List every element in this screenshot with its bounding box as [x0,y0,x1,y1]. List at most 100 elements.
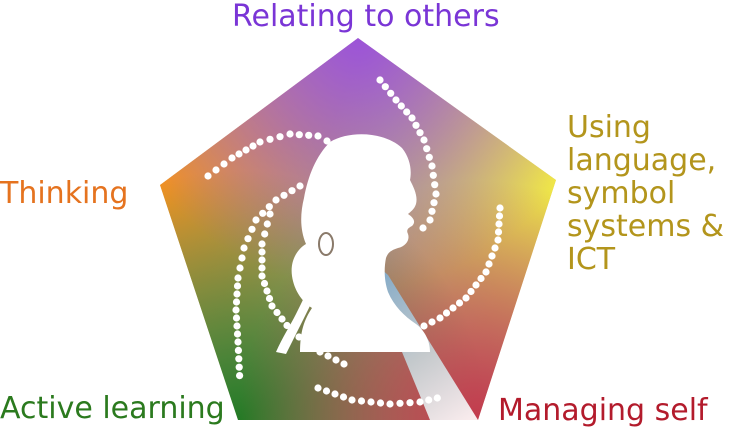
spiral-dot [258,256,266,264]
spiral-dot [234,274,242,282]
spiral-dot [426,216,434,224]
spiral-dot [436,314,444,322]
spiral-dot [232,298,241,306]
spiral-dot [260,279,269,288]
spiral-dot [485,260,493,268]
label-using-language: Using language, symbol systems & ICT [567,111,724,276]
spiral-dot [376,76,384,84]
spiral-dot [256,138,264,146]
spiral-dot [296,182,304,190]
label-managing-self: Managing self [498,393,708,428]
spiral-dot [482,268,490,276]
spiral-dot [428,318,436,326]
spiral-dot [235,363,243,371]
spiral-dot [261,230,269,238]
spiral-dot [462,294,470,302]
spiral-dot [396,399,404,407]
spiral-dot [288,187,296,195]
spiral-dot [442,309,451,317]
spiral-dot [406,399,414,407]
spiral-dot [477,274,485,283]
spiral-dot [455,299,464,307]
spiral-dot [232,314,241,322]
spiral-dot [420,136,428,144]
spiral-dot [339,393,348,401]
spiral-dot [348,396,356,404]
spiral-dot [322,387,331,395]
spiral-dot [244,235,252,243]
spiral-dot [472,281,480,289]
spiral-dot [412,121,420,129]
spiral-dot [425,153,433,161]
spiral-dot [258,264,266,272]
girl-silhouette-icon [291,134,430,352]
spiral-dot [238,254,246,262]
spiral-dot [423,145,431,153]
label-using-language-line: ICT [567,242,616,277]
spiral-dot [258,240,266,248]
spiral-dot [233,290,241,298]
spiral-dot [420,322,428,330]
spiral-dot [381,83,389,91]
spiral-dot [428,207,436,215]
spiral-dot [233,282,242,290]
spiral-dot [236,264,244,272]
spiral-dot [494,236,502,244]
spiral-dot [397,102,405,110]
spiral-dot [416,129,424,137]
spiral-dot [305,131,313,139]
spiral-dot [331,390,339,398]
spiral-dot [332,356,340,364]
spiral-dot [495,212,504,220]
spiral-dot [212,166,220,174]
spiral-dot [263,220,271,228]
spiral-dot [408,114,416,122]
spiral-dot [488,252,496,260]
label-using-language-line: systems & [567,209,725,244]
spiral-dot [403,108,411,116]
spiral-dot [263,287,271,295]
spiral-dot [431,181,439,189]
spiral-dot [249,142,257,150]
spiral-dot [376,399,385,407]
spiral-dot [295,131,303,139]
label-active-learning: Active learning [0,391,225,426]
spiral-dot [276,133,284,141]
spiral-dot [273,308,281,317]
spiral-dot [235,150,243,158]
label-thinking: Thinking [0,176,129,211]
spiral-dot [416,398,424,406]
spiral-dot [265,294,274,303]
spiral-dot [449,304,457,312]
spiral-dot [272,196,280,204]
label-relating-to-others: Relating to others [232,0,500,34]
spiral-dot [286,130,294,138]
label-using-language-line: language, [567,143,717,178]
spiral-dot [248,225,256,233]
spiral-dot [220,160,228,168]
spiral-dot [428,162,436,170]
spiral-dot [266,210,274,218]
dot-spirals [204,76,504,408]
spiral-dot [236,372,244,380]
spiral-dot [232,306,240,314]
spiral-dot [324,352,332,360]
spiral-dot [228,154,236,162]
spiral-dot [425,396,433,404]
spiral-dot [234,338,242,346]
spiral-dot [367,398,375,406]
spiral-dot [387,89,395,97]
spiral-dot [268,302,276,310]
label-using-language-line: symbol [567,176,676,211]
spiral-dot [278,315,286,323]
spiral-dot [467,287,475,296]
spiral-dot [392,96,400,104]
spiral-dot [357,397,366,405]
spiral-dot [491,244,499,252]
spiral-dot [314,384,322,392]
spiral-dot [419,224,427,232]
spiral-dot [429,171,437,179]
spiral-dot [266,135,274,143]
spiral-dot [386,400,394,408]
spiral-dot [242,146,250,154]
